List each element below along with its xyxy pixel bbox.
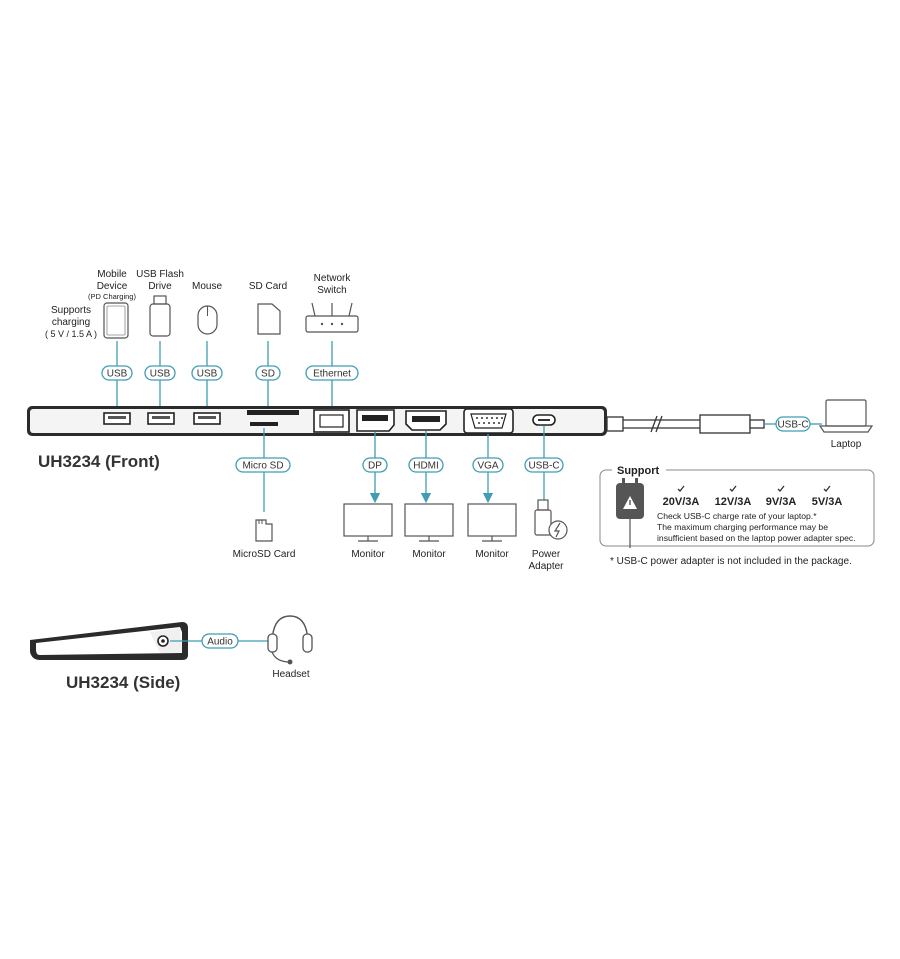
- check-icon: [729, 485, 737, 492]
- laptop-icon: [818, 399, 874, 433]
- headset-label: Headset: [272, 669, 309, 680]
- port-pill-usb-1: USB: [101, 365, 133, 381]
- headset-icon: [267, 615, 313, 665]
- svg-text:USB: USB: [197, 369, 218, 380]
- network-switch-label: Network Switch: [314, 273, 352, 296]
- front-title: UH3234 (Front): [38, 452, 160, 471]
- svg-text:Network: Network: [314, 273, 352, 284]
- usb-c-port: [532, 414, 556, 426]
- sd-card-icon: [257, 303, 281, 335]
- ethernet-port: [313, 409, 350, 433]
- svg-text:( 5 V / 1.5 A ): ( 5 V / 1.5 A ): [45, 329, 97, 339]
- mouse-label: Mouse: [192, 281, 222, 292]
- support-footnote: * USB-C power adapter is not included in…: [610, 556, 852, 567]
- rating-20v: 20V/3A: [663, 496, 700, 508]
- svg-text:(PD Charging): (PD Charging): [88, 292, 136, 301]
- port-pill-audio: Audio: [201, 633, 239, 649]
- monitor-icon-3: [467, 503, 517, 542]
- usb-c-cable: [606, 414, 765, 434]
- dock-side-view: [30, 622, 188, 660]
- check-icon: [823, 485, 831, 492]
- laptop-label: Laptop: [831, 439, 862, 450]
- monitor-label-3: Monitor: [475, 549, 509, 560]
- microsd-card-icon: [255, 519, 273, 542]
- port-pill-usb-2: USB: [144, 365, 176, 381]
- port-pill-usbc-power: USB-C: [524, 457, 564, 473]
- svg-text:Audio: Audio: [207, 637, 233, 648]
- monitor-label-1: Monitor: [351, 549, 385, 560]
- svg-text:Supports: Supports: [51, 305, 91, 316]
- support-box: Support: [599, 463, 875, 547]
- svg-text:Check USB-C charge rate of you: Check USB-C charge rate of your laptop.*: [657, 511, 817, 521]
- monitor-label-2: Monitor: [412, 549, 446, 560]
- usb-a-port-2: [147, 412, 175, 425]
- charge-ratings: 20V/3A 12V/3A 9V/3A 5V/3A: [663, 485, 843, 508]
- side-title: UH3234 (Side): [66, 673, 180, 692]
- usb-a-port-1: [103, 412, 131, 425]
- svg-text:SD: SD: [261, 369, 275, 380]
- monitor-icon-2: [404, 503, 454, 542]
- svg-text:Mobile: Mobile: [97, 269, 127, 280]
- mouse-icon: [197, 305, 218, 335]
- vga-port: [463, 408, 514, 434]
- power-plug-warning-icon: [616, 478, 644, 548]
- svg-text:Adapter: Adapter: [528, 561, 564, 572]
- usb-flash-drive-icon: [149, 295, 171, 337]
- sd-card-label: SD Card: [249, 281, 287, 292]
- top-connector-lines: [116, 341, 333, 410]
- svg-text:Power: Power: [532, 549, 561, 560]
- port-pill-dp: DP: [362, 457, 388, 473]
- check-icon: [677, 485, 685, 492]
- svg-text:insufficient based on the lapt: insufficient based on the laptop power a…: [657, 533, 856, 543]
- svg-text:USB: USB: [107, 369, 128, 380]
- rating-9v: 9V/3A: [766, 496, 797, 508]
- svg-text:The maximum charging performan: The maximum charging performance may be: [657, 522, 828, 532]
- svg-text:VGA: VGA: [477, 461, 498, 472]
- svg-text:charging: charging: [52, 317, 90, 328]
- power-adapter-label: Power Adapter: [528, 549, 564, 572]
- svg-text:HDMI: HDMI: [413, 461, 439, 472]
- support-note: Check USB-C charge rate of your laptop.*…: [657, 511, 856, 543]
- mobile-device-label: Mobile Device (PD Charging): [88, 269, 136, 301]
- svg-text:DP: DP: [368, 461, 382, 472]
- svg-text:Switch: Switch: [317, 285, 346, 296]
- usb-flash-drive-label: USB Flash Drive: [136, 269, 184, 292]
- power-adapter-icon: [534, 499, 568, 540]
- sd-card-slot: [247, 410, 299, 426]
- displayport-port: [356, 409, 395, 432]
- svg-text:USB-C: USB-C: [528, 461, 559, 472]
- hdmi-port: [405, 410, 447, 431]
- svg-text:USB: USB: [150, 369, 171, 380]
- port-pill-laptop-usbc: USB-C: [775, 416, 811, 432]
- svg-text:Drive: Drive: [148, 281, 172, 292]
- svg-text:Device: Device: [97, 281, 128, 292]
- svg-text:USB-C: USB-C: [777, 420, 808, 431]
- check-icon: [777, 485, 785, 492]
- port-pill-ethernet: Ethernet: [305, 365, 359, 381]
- support-title: Support: [617, 465, 659, 477]
- rating-12v: 12V/3A: [715, 496, 752, 508]
- port-pill-hdmi: HDMI: [408, 457, 444, 473]
- port-pill-usb-3: USB: [191, 365, 223, 381]
- port-pill-micro-sd: Micro SD: [235, 457, 291, 473]
- network-switch-icon: [305, 302, 359, 333]
- usb-a-port-3: [193, 412, 221, 425]
- svg-text:Micro SD: Micro SD: [242, 461, 283, 472]
- supports-charging-label: Supports charging ( 5 V / 1.5 A ): [45, 305, 97, 339]
- monitor-icon-1: [343, 503, 393, 542]
- microsd-card-label: MicroSD Card: [233, 549, 296, 560]
- bottom-connector-lines: [263, 426, 545, 512]
- port-pill-sd: SD: [255, 365, 281, 381]
- svg-text:USB Flash: USB Flash: [136, 269, 184, 280]
- svg-text:Ethernet: Ethernet: [313, 369, 351, 380]
- phone-icon: [103, 302, 129, 339]
- port-pill-vga: VGA: [472, 457, 504, 473]
- rating-5v: 5V/3A: [812, 496, 843, 508]
